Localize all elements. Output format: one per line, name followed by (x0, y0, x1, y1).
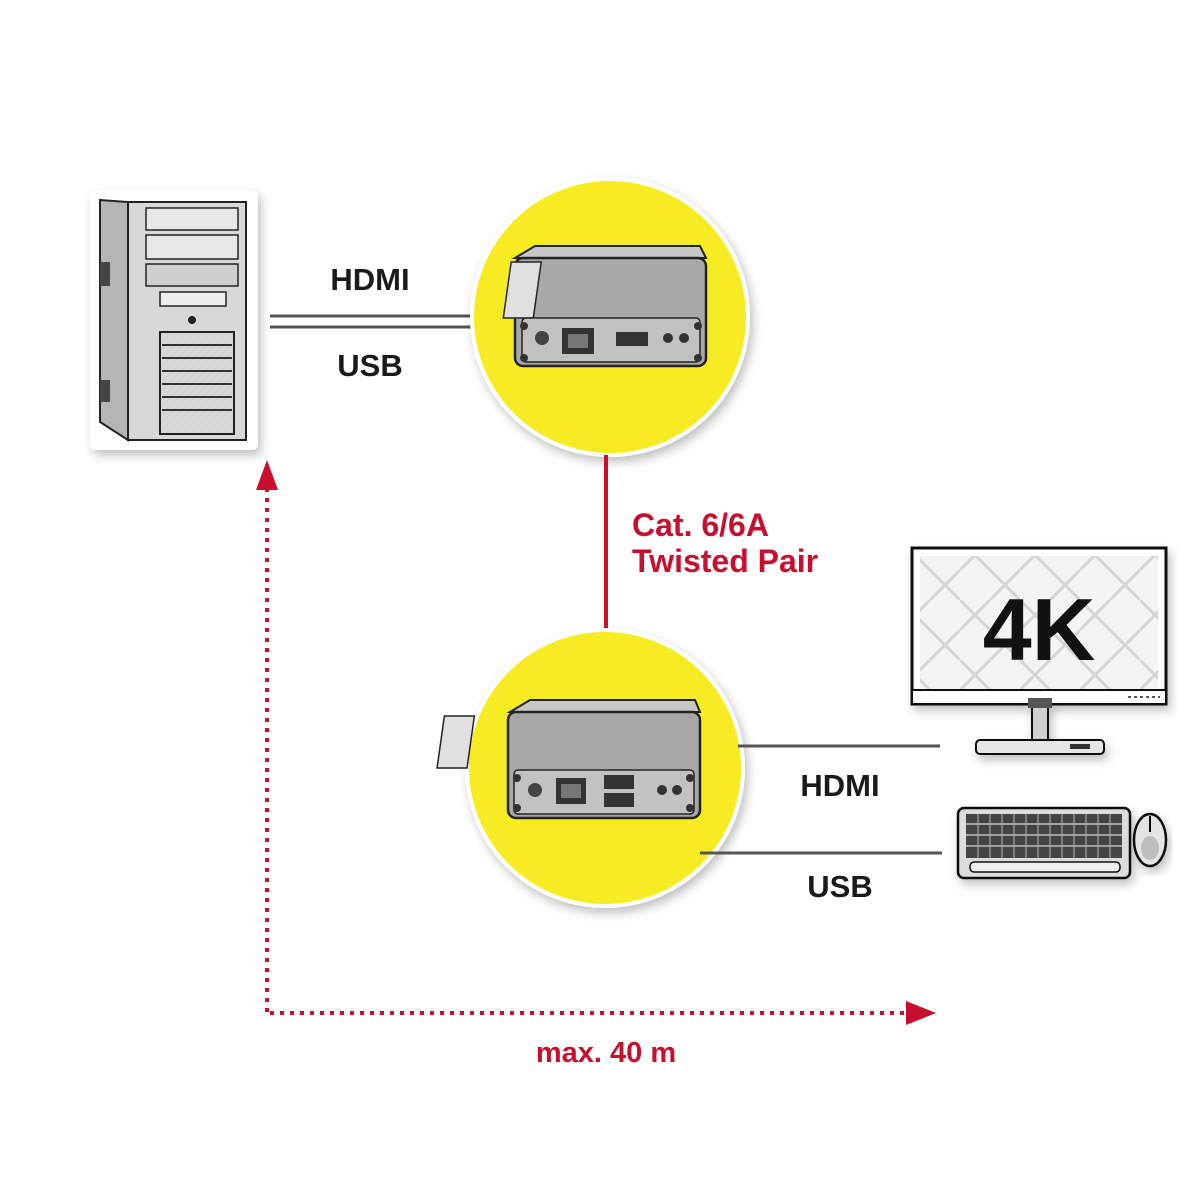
pc-hdmi-label: HDMI (330, 262, 409, 297)
cable-type-sublabel: Twisted Pair (632, 543, 818, 579)
transmitter-unit (470, 177, 750, 457)
pc-tower-icon (90, 190, 258, 450)
receiver-device-icon (436, 699, 702, 820)
keyboard-icon (956, 806, 1132, 880)
arrow-up-icon (256, 460, 278, 490)
pc-cables (270, 314, 472, 329)
mouse-icon (1132, 812, 1168, 868)
distance-label: max. 40 m (536, 1037, 676, 1069)
receiver-unit (436, 628, 745, 908)
monitor-icon (910, 546, 1168, 755)
cable-type-label: Cat. 6/6A (632, 507, 769, 543)
transmitter-device-icon (502, 245, 708, 368)
monitor-4k-badge: 4K (983, 580, 1096, 679)
distance-indicator (256, 460, 936, 1025)
pc-usb-label: USB (337, 348, 402, 383)
rx-hdmi-label: HDMI (800, 768, 879, 803)
arrow-right-icon (906, 1001, 936, 1025)
rx-usb-label: USB (807, 869, 872, 904)
receiver-cables (700, 744, 942, 855)
